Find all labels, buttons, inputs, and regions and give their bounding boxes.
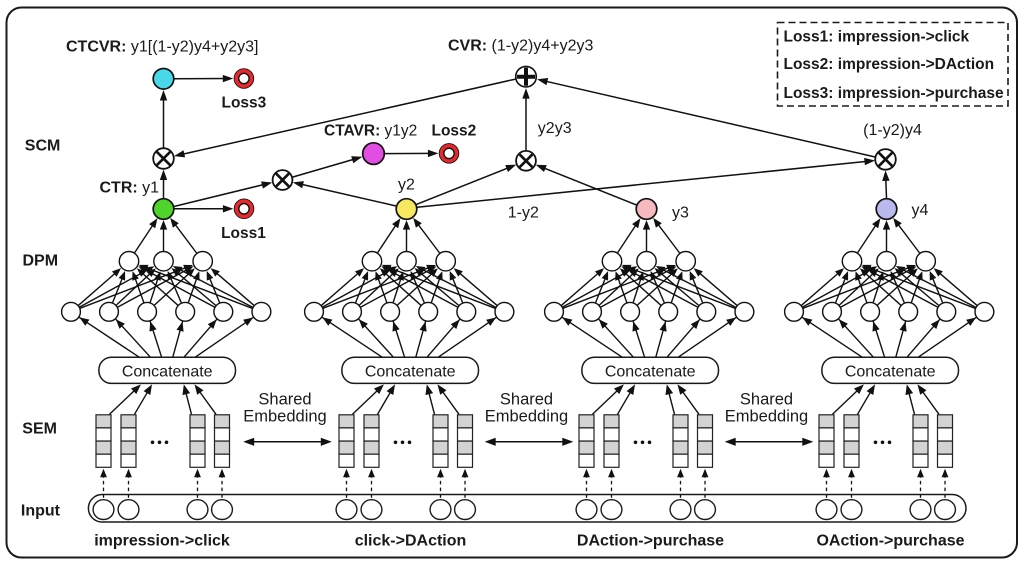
svg-text:Shared: Shared <box>500 391 553 409</box>
svg-text:Loss1: Loss1 <box>221 225 266 242</box>
svg-text:SCM: SCM <box>25 138 61 155</box>
svg-text:Shared: Shared <box>740 391 793 409</box>
svg-text:SEM: SEM <box>22 421 57 438</box>
svg-text:Input: Input <box>21 503 61 520</box>
svg-text:Loss2: impression->DAction: Loss2: impression->DAction <box>784 56 995 73</box>
svg-text:CTAVR: y1y2: CTAVR: y1y2 <box>324 122 417 139</box>
svg-text:click->DAction: click->DAction <box>355 533 467 550</box>
svg-text:Loss2: Loss2 <box>432 122 477 139</box>
svg-text:y3: y3 <box>672 205 689 222</box>
svg-text:y2y3: y2y3 <box>538 120 572 137</box>
svg-text:CVR: (1-y2)y4+y2y3: CVR: (1-y2)y4+y2y3 <box>448 38 593 55</box>
svg-text:Concatenate: Concatenate <box>365 363 456 380</box>
svg-text:CTR: y1: CTR: y1 <box>100 179 160 196</box>
svg-text:Concatenate: Concatenate <box>605 363 696 380</box>
svg-text:y4: y4 <box>912 202 929 219</box>
svg-text:Shared: Shared <box>258 391 311 409</box>
svg-text:OAction->purchase: OAction->purchase <box>816 533 964 550</box>
svg-text:Embedding: Embedding <box>725 408 808 426</box>
svg-text:y2: y2 <box>398 176 415 193</box>
svg-text:1-y2: 1-y2 <box>508 204 539 221</box>
svg-text:DAction->purchase: DAction->purchase <box>577 533 724 550</box>
svg-text:Embedding: Embedding <box>243 408 326 426</box>
svg-text:(1-y2)y4: (1-y2)y4 <box>863 122 922 139</box>
svg-text:Loss3: impression->purchase: Loss3: impression->purchase <box>784 85 1004 102</box>
svg-text:Embedding: Embedding <box>485 408 568 426</box>
svg-text:DPM: DPM <box>23 253 59 270</box>
svg-text:Concatenate: Concatenate <box>845 363 936 380</box>
svg-text:Concatenate: Concatenate <box>122 363 213 380</box>
svg-text:Loss3: Loss3 <box>221 94 266 111</box>
svg-text:CTCVR: y1[(1-y2)y4+y2y3]: CTCVR: y1[(1-y2)y4+y2y3] <box>66 39 259 56</box>
svg-text:impression->click: impression->click <box>94 533 230 550</box>
svg-text:Loss1: impression->click: Loss1: impression->click <box>784 29 970 46</box>
